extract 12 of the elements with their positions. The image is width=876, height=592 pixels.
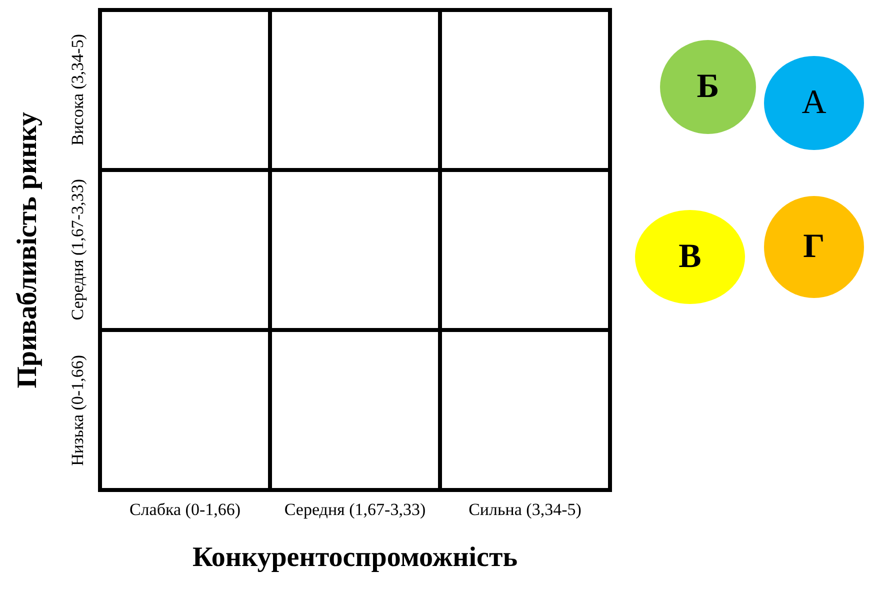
circle-letter: А <box>802 84 826 122</box>
circle-letter: В <box>678 238 702 276</box>
axis-label: Середня (1,67-3,33) <box>68 179 88 321</box>
axis-title: Привабливість ринку <box>12 112 44 388</box>
circle-letter: Б <box>696 68 720 106</box>
axis-label: Слабка (0-1,66) <box>129 500 241 520</box>
axis-label: Сильна (3,34-5) <box>468 500 582 520</box>
axis-label: Висока (3,34-5) <box>68 34 88 146</box>
axis-title: Конкурентоспроможність <box>192 542 518 574</box>
circle-letter: Г <box>803 228 825 266</box>
axis-label: Середня (1,67-3,33) <box>284 500 426 520</box>
axis-label: Низька (0-1,66) <box>68 354 88 466</box>
